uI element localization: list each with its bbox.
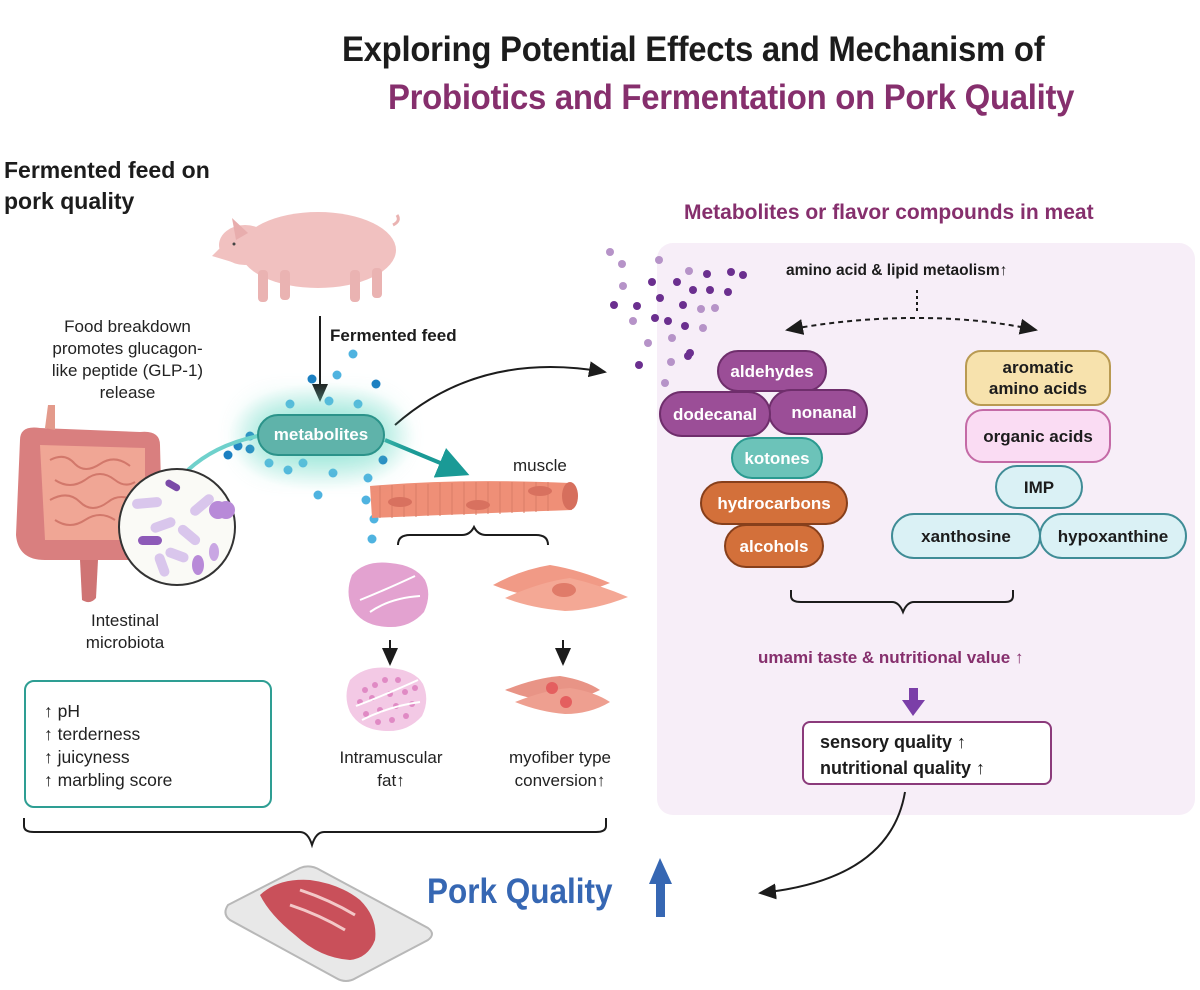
myofiber-conversion-label: myofiber type conversion↑ <box>480 746 640 792</box>
myofiber-line: conversion↑ <box>514 771 606 790</box>
pill-hydrocarbons: hydrocarbons <box>700 481 848 525</box>
aromatic-line: amino acids <box>988 379 1088 398</box>
pill-kotones: kotones <box>731 437 823 479</box>
myofiber-line: myofiber type <box>508 748 612 767</box>
metabolites-pill: metabolites <box>257 414 385 456</box>
myofiber-cells-after-icon <box>505 676 610 714</box>
purple-down-arrow-icon <box>902 688 925 716</box>
fat-tissue-icon <box>348 562 429 628</box>
umami-label: umami taste & nutritional value ↑ <box>758 648 1024 667</box>
fermented-feed-label: Fermented feed <box>330 326 457 345</box>
panel-heading: Metabolites or flavor compounds in meat <box>684 201 1094 224</box>
effect-item: ↑ juicyness <box>44 747 130 767</box>
pill-nonanal: nonanal <box>768 389 868 435</box>
metabolism-label: amino acid & lipid metaolism↑ <box>786 262 1008 279</box>
title-line-2: Probiotics and Fermentation on Pork Qual… <box>388 78 1075 117</box>
effect-item: ↑ terderness <box>44 724 141 744</box>
pill-alcohols: alcohols <box>724 524 824 568</box>
muscle-brace <box>397 524 549 546</box>
metabolites-to-muscle-arrow <box>384 438 470 478</box>
glp1-line: promotes glucagon- <box>52 339 203 358</box>
pork-quality-label: Pork Quality <box>427 872 613 911</box>
intestinal-microbiota-label: Intestinal microbiota <box>60 610 190 654</box>
imf-line: fat↑ <box>377 771 405 790</box>
left-section-heading: Fermented feed on pork quality <box>4 155 210 217</box>
glp1-line: Food breakdown <box>64 317 191 336</box>
pill-hypoxanthine: hypoxanthine <box>1039 513 1187 559</box>
pill-dodecanal: dodecanal <box>659 391 771 437</box>
effect-item: ↑ marbling score <box>44 770 173 790</box>
title-line-1: Exploring Potential Effects and Mechanis… <box>342 30 1045 69</box>
pill-imp: IMP <box>995 465 1083 509</box>
outcome-item: sensory quality ↑ <box>820 732 967 752</box>
intramuscular-fat-label: Intramuscular fat↑ <box>316 746 466 792</box>
pill-aromatic-amino-acids: aromatic amino acids <box>965 350 1111 406</box>
muscle-fiber-icon <box>370 481 578 518</box>
fat-tissue-after-icon <box>346 667 427 732</box>
left-heading-line: pork quality <box>4 188 135 214</box>
compounds-brace <box>790 590 1014 615</box>
meat-effects-box: ↑ pH ↑ terderness ↑ juicyness ↑ marbling… <box>24 680 272 808</box>
microbiota-magnifier-icon <box>118 468 236 586</box>
intestine-label-line: Intestinal <box>90 611 160 630</box>
meat-tray-icon <box>224 865 433 982</box>
pill-aldehydes: aldehydes <box>717 350 827 392</box>
pill-organic-acids: organic acids <box>965 409 1111 463</box>
pill-xanthosine: xanthosine <box>891 513 1041 559</box>
aromatic-line: aromatic <box>1002 358 1074 377</box>
myofiber-cells-icon <box>493 565 628 611</box>
metabolism-dashed-arrows <box>785 290 1038 335</box>
left-heading-line: Fermented feed on <box>4 157 210 183</box>
outcome-item: nutritional quality ↑ <box>820 758 985 778</box>
flavor-compound-dots <box>606 248 747 387</box>
intestine-label-line: microbiota <box>85 633 165 652</box>
outcome-to-pork-arrow <box>758 791 906 900</box>
to-panel-arrow <box>394 361 607 426</box>
up-arrow-icon <box>649 858 672 917</box>
glp1-line: release <box>99 383 156 402</box>
glp1-line: like peptide (GLP-1) <box>51 361 204 380</box>
imf-line: Intramuscular <box>339 748 443 767</box>
pork-quality-brace <box>23 818 607 849</box>
glp1-description: Food breakdown promotes glucagon- like p… <box>20 316 235 404</box>
effect-item: ↑ pH <box>44 701 80 721</box>
quality-outcome-box: sensory quality ↑ nutritional quality ↑ <box>802 721 1052 785</box>
pig-icon <box>212 212 400 302</box>
muscle-label: muscle <box>513 456 567 475</box>
